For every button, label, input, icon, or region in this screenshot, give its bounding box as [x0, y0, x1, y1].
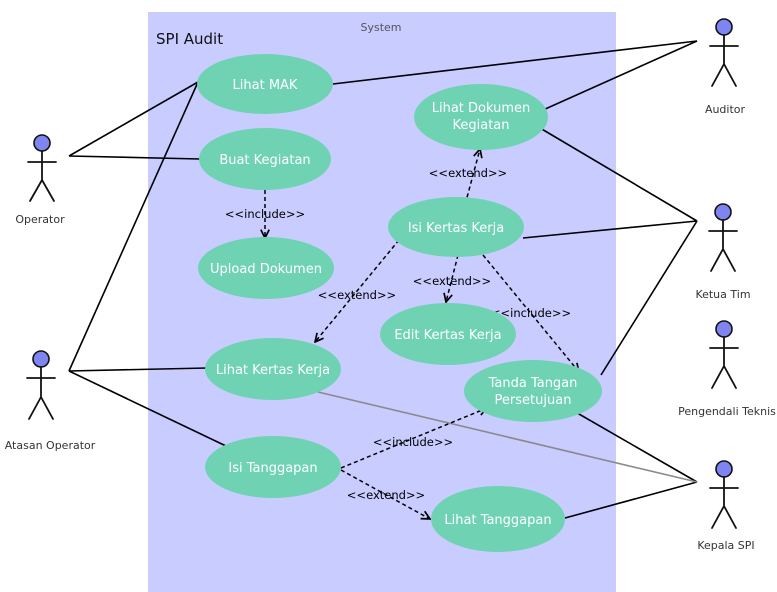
- assoc-ketua-isi-kertas-kerja: [522, 220, 698, 239]
- actor-body-icon: [26, 366, 56, 420]
- actor-body-icon: [708, 219, 738, 272]
- use-case-lihat-kertas-kerja[interactable]: Lihat Kertas Kerja: [205, 338, 341, 400]
- assoc-kepala-lihat-tanggapan: [564, 481, 698, 519]
- actor-head-icon: [33, 134, 51, 152]
- dependencies: [265, 149, 579, 519]
- label-extend-lihat-kk: <<extend>>: [318, 288, 396, 302]
- associations: [68, 40, 698, 519]
- assoc-atasan-isi-tanggapan: [68, 370, 227, 447]
- label-include-tanggapan: <<include>>: [373, 435, 453, 449]
- dep-include-tanda-tangan: [482, 254, 579, 372]
- actor-label: Operator: [15, 213, 65, 226]
- use-case-buat-kegiatan[interactable]: Buat Kegiatan: [199, 128, 331, 190]
- dep-extend-lihat-kertas-kerja: [315, 239, 400, 342]
- label-include-upload: <<include>>: [225, 207, 305, 221]
- actor-pengendali-teknis[interactable]: Pengendali Teknis: [678, 320, 776, 418]
- assoc-kepala-tanda-tangan: [571, 409, 698, 483]
- use-case-label-line1: Tanda Tangan: [488, 376, 578, 391]
- system-title: SPI Audit: [156, 30, 223, 48]
- use-case-isi-kertas-kerja[interactable]: Isi Kertas Kerja: [388, 197, 524, 257]
- use-case-label: Isi Tanggapan: [228, 461, 317, 476]
- dep-include-tanggapan-ttd: [340, 408, 487, 469]
- actor-body-icon: [27, 150, 57, 202]
- use-case-label: Upload Dokumen: [210, 262, 322, 277]
- actor-head-icon: [32, 350, 50, 368]
- use-case-upload-dokumen[interactable]: Upload Dokumen: [198, 237, 334, 299]
- actor-head-icon: [715, 320, 733, 338]
- assoc-ketua-tanda-tangan: [600, 220, 698, 376]
- label-include-ttd: <<include>>: [491, 306, 571, 320]
- actor-body-icon: [709, 476, 739, 529]
- assoc-kepala-lihat-kertas-kerja: [317, 391, 698, 483]
- label-extend-tanggapan: <<extend>>: [347, 488, 425, 502]
- label-extend-edit: <<extend>>: [413, 274, 491, 288]
- actor-label: Pengendali Teknis: [678, 405, 776, 418]
- actor-body-icon: [709, 34, 739, 87]
- actor-head-icon: [715, 18, 733, 36]
- use-case-lihat-dokumen-kegiatan[interactable]: Lihat Dokumen Kegiatan: [414, 84, 548, 150]
- dep-extend-edit-kertas-kerja: [446, 254, 459, 302]
- dependency-labels: <<include>> <<extend>> <<extend>> <<exte…: [225, 166, 571, 502]
- use-case-label-line2: Persetujuan: [495, 393, 572, 408]
- actor-ketua-tim[interactable]: Ketua Tim: [695, 203, 751, 301]
- actor-auditor[interactable]: Auditor: [705, 18, 746, 116]
- actor-atasan-operator[interactable]: Atasan Operator: [5, 350, 96, 452]
- use-case-tanda-tangan-persetujuan[interactable]: Tanda Tangan Persetujuan: [464, 360, 602, 422]
- use-case-lihat-tanggapan[interactable]: Lihat Tanggapan: [431, 486, 565, 552]
- use-case-label: Edit Kertas Kerja: [394, 328, 501, 343]
- actor-head-icon: [715, 460, 733, 478]
- use-case-lihat-mak[interactable]: Lihat MAK: [197, 54, 333, 114]
- actor-label: Auditor: [705, 103, 746, 116]
- actor-label: Ketua Tim: [695, 288, 750, 301]
- use-case-edit-kertas-kerja[interactable]: Edit Kertas Kerja: [380, 303, 516, 365]
- assoc-ketua-lihat-dokumen: [539, 127, 698, 222]
- use-case-label: Lihat Tanggapan: [444, 513, 551, 528]
- assoc-atasan-lihat-mak: [68, 81, 199, 372]
- actor-label: Kepala SPI: [697, 539, 754, 552]
- actor-body-icon: [709, 336, 739, 389]
- system-caption: System: [360, 21, 401, 34]
- use-case-label: Buat Kegiatan: [219, 153, 310, 168]
- use-case-label: Isi Kertas Kerja: [408, 221, 504, 236]
- use-case-label: Lihat Kertas Kerja: [216, 363, 330, 378]
- assoc-operator-buat-kegiatan: [68, 155, 201, 160]
- assoc-atasan-lihat-kertas-kerja: [68, 367, 208, 372]
- actor-head-icon: [714, 203, 732, 221]
- use-case-label-line1: Lihat Dokumen: [432, 101, 531, 116]
- actor-kepala-spi[interactable]: Kepala SPI: [697, 460, 755, 552]
- assoc-auditor-lihat-dokumen: [542, 40, 698, 111]
- assoc-operator-lihat-mak: [68, 81, 199, 157]
- use-case-label: Lihat MAK: [233, 78, 298, 93]
- assoc-auditor-lihat-mak: [332, 40, 698, 85]
- actor-operator[interactable]: Operator: [15, 134, 65, 226]
- label-extend-isi: <<extend>>: [429, 166, 507, 180]
- use-case-label-line2: Kegiatan: [452, 118, 509, 133]
- actor-label: Atasan Operator: [5, 439, 96, 452]
- use-case-isi-tanggapan[interactable]: Isi Tanggapan: [205, 436, 341, 498]
- dep-extend-lihat-tanggapan: [340, 469, 430, 519]
